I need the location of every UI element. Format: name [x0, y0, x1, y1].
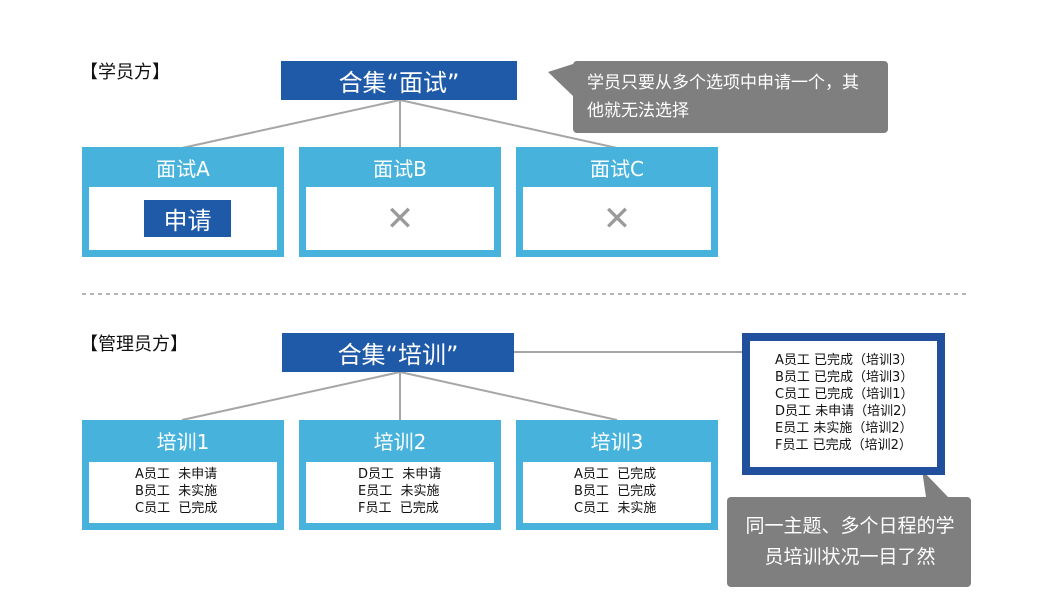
trainee-callout-text: 学员只要从多个选项中申请一个，其他就无法选择: [587, 73, 859, 121]
interview-card-title: 面试B: [373, 157, 427, 181]
training-card-body: D员工 未申请 E员工 未实施 F员工 已完成: [306, 462, 494, 523]
employee-status-row: D员工 未申请: [358, 467, 442, 482]
employee-status-row: E员工 未实施: [358, 484, 440, 499]
interview-collection-header: 合集“面试”: [281, 61, 517, 100]
unavailable-x-icon: ✕: [602, 198, 632, 239]
summary-row: A员工 已完成（培训3）: [775, 353, 914, 368]
admin-section-label: 【管理员方】: [80, 334, 188, 355]
interview-card-body: 申请: [89, 187, 277, 250]
training-card-body: A员工 未申请 B员工 未实施 C员工 已完成: [89, 462, 277, 523]
employee-status-row: C员工 已完成: [135, 501, 218, 516]
employee-status-row: C员工 未实施: [574, 501, 657, 516]
summary-row: C员工 已完成（培训1）: [775, 387, 914, 402]
training-card-body: A员工 已完成 B员工 已完成 C员工 未实施: [523, 462, 711, 523]
training-card-2: 培训2 D员工 未申请 E员工 未实施 F员工 已完成: [299, 420, 501, 530]
callout-pointer-bottom: [922, 470, 948, 497]
training-card-3: 培训3 A员工 已完成 B员工 已完成 C员工 未实施: [516, 420, 718, 530]
training-collection-header: 合集“培训”: [282, 333, 514, 372]
training-card-1: 培训1 A员工 未申请 B员工 未实施 C员工 已完成: [82, 420, 284, 530]
summary-row: B员工 已完成（培训3）: [775, 370, 914, 385]
summary-row: E员工 未实施（培训2）: [775, 421, 913, 436]
interview-card-title: 面试A: [156, 157, 210, 181]
trainee-section-label: 【学员方】: [80, 62, 170, 83]
interview-card-body: ✕: [523, 187, 711, 250]
summary-row: F员工 已完成（培训2）: [775, 438, 912, 453]
employee-status-row: F员工 已完成: [358, 501, 439, 516]
summary-row: D员工 未申请（培训2）: [775, 404, 915, 419]
interview-card-body: ✕: [306, 187, 494, 250]
summary-panel-body: A员工 已完成（培训3） B员工 已完成（培训3） C员工 已完成（培训1） D…: [750, 341, 937, 467]
training-card-title: 培训1: [156, 430, 210, 454]
admin-callout-text: 同一主题、多个日程的学员培训状况一目了然: [745, 515, 955, 568]
apply-button[interactable]: 申请: [144, 200, 231, 237]
employee-status-row: A员工 未申请: [135, 467, 218, 482]
employee-status-row: B员工 未实施: [135, 484, 218, 499]
interview-card-a: 面试A 申请: [82, 147, 284, 257]
summary-panel: A员工 已完成（培训3） B员工 已完成（培训3） C员工 已完成（培训1） D…: [742, 333, 945, 475]
employee-status-row: A员工 已完成: [574, 467, 657, 482]
admin-callout: 同一主题、多个日程的学员培训状况一目了然: [727, 497, 971, 587]
interview-card-b: 面试B ✕: [299, 147, 501, 257]
interview-card-c: 面试C ✕: [516, 147, 718, 257]
unavailable-x-icon: ✕: [385, 198, 415, 239]
employee-status-row: B员工 已完成: [574, 484, 657, 499]
training-card-title: 培训3: [590, 430, 644, 454]
trainee-callout: 学员只要从多个选项中申请一个，其他就无法选择: [573, 61, 888, 133]
training-card-title: 培训2: [373, 430, 427, 454]
interview-card-title: 面试C: [590, 157, 644, 181]
callout-pointer-top: [548, 64, 573, 96]
